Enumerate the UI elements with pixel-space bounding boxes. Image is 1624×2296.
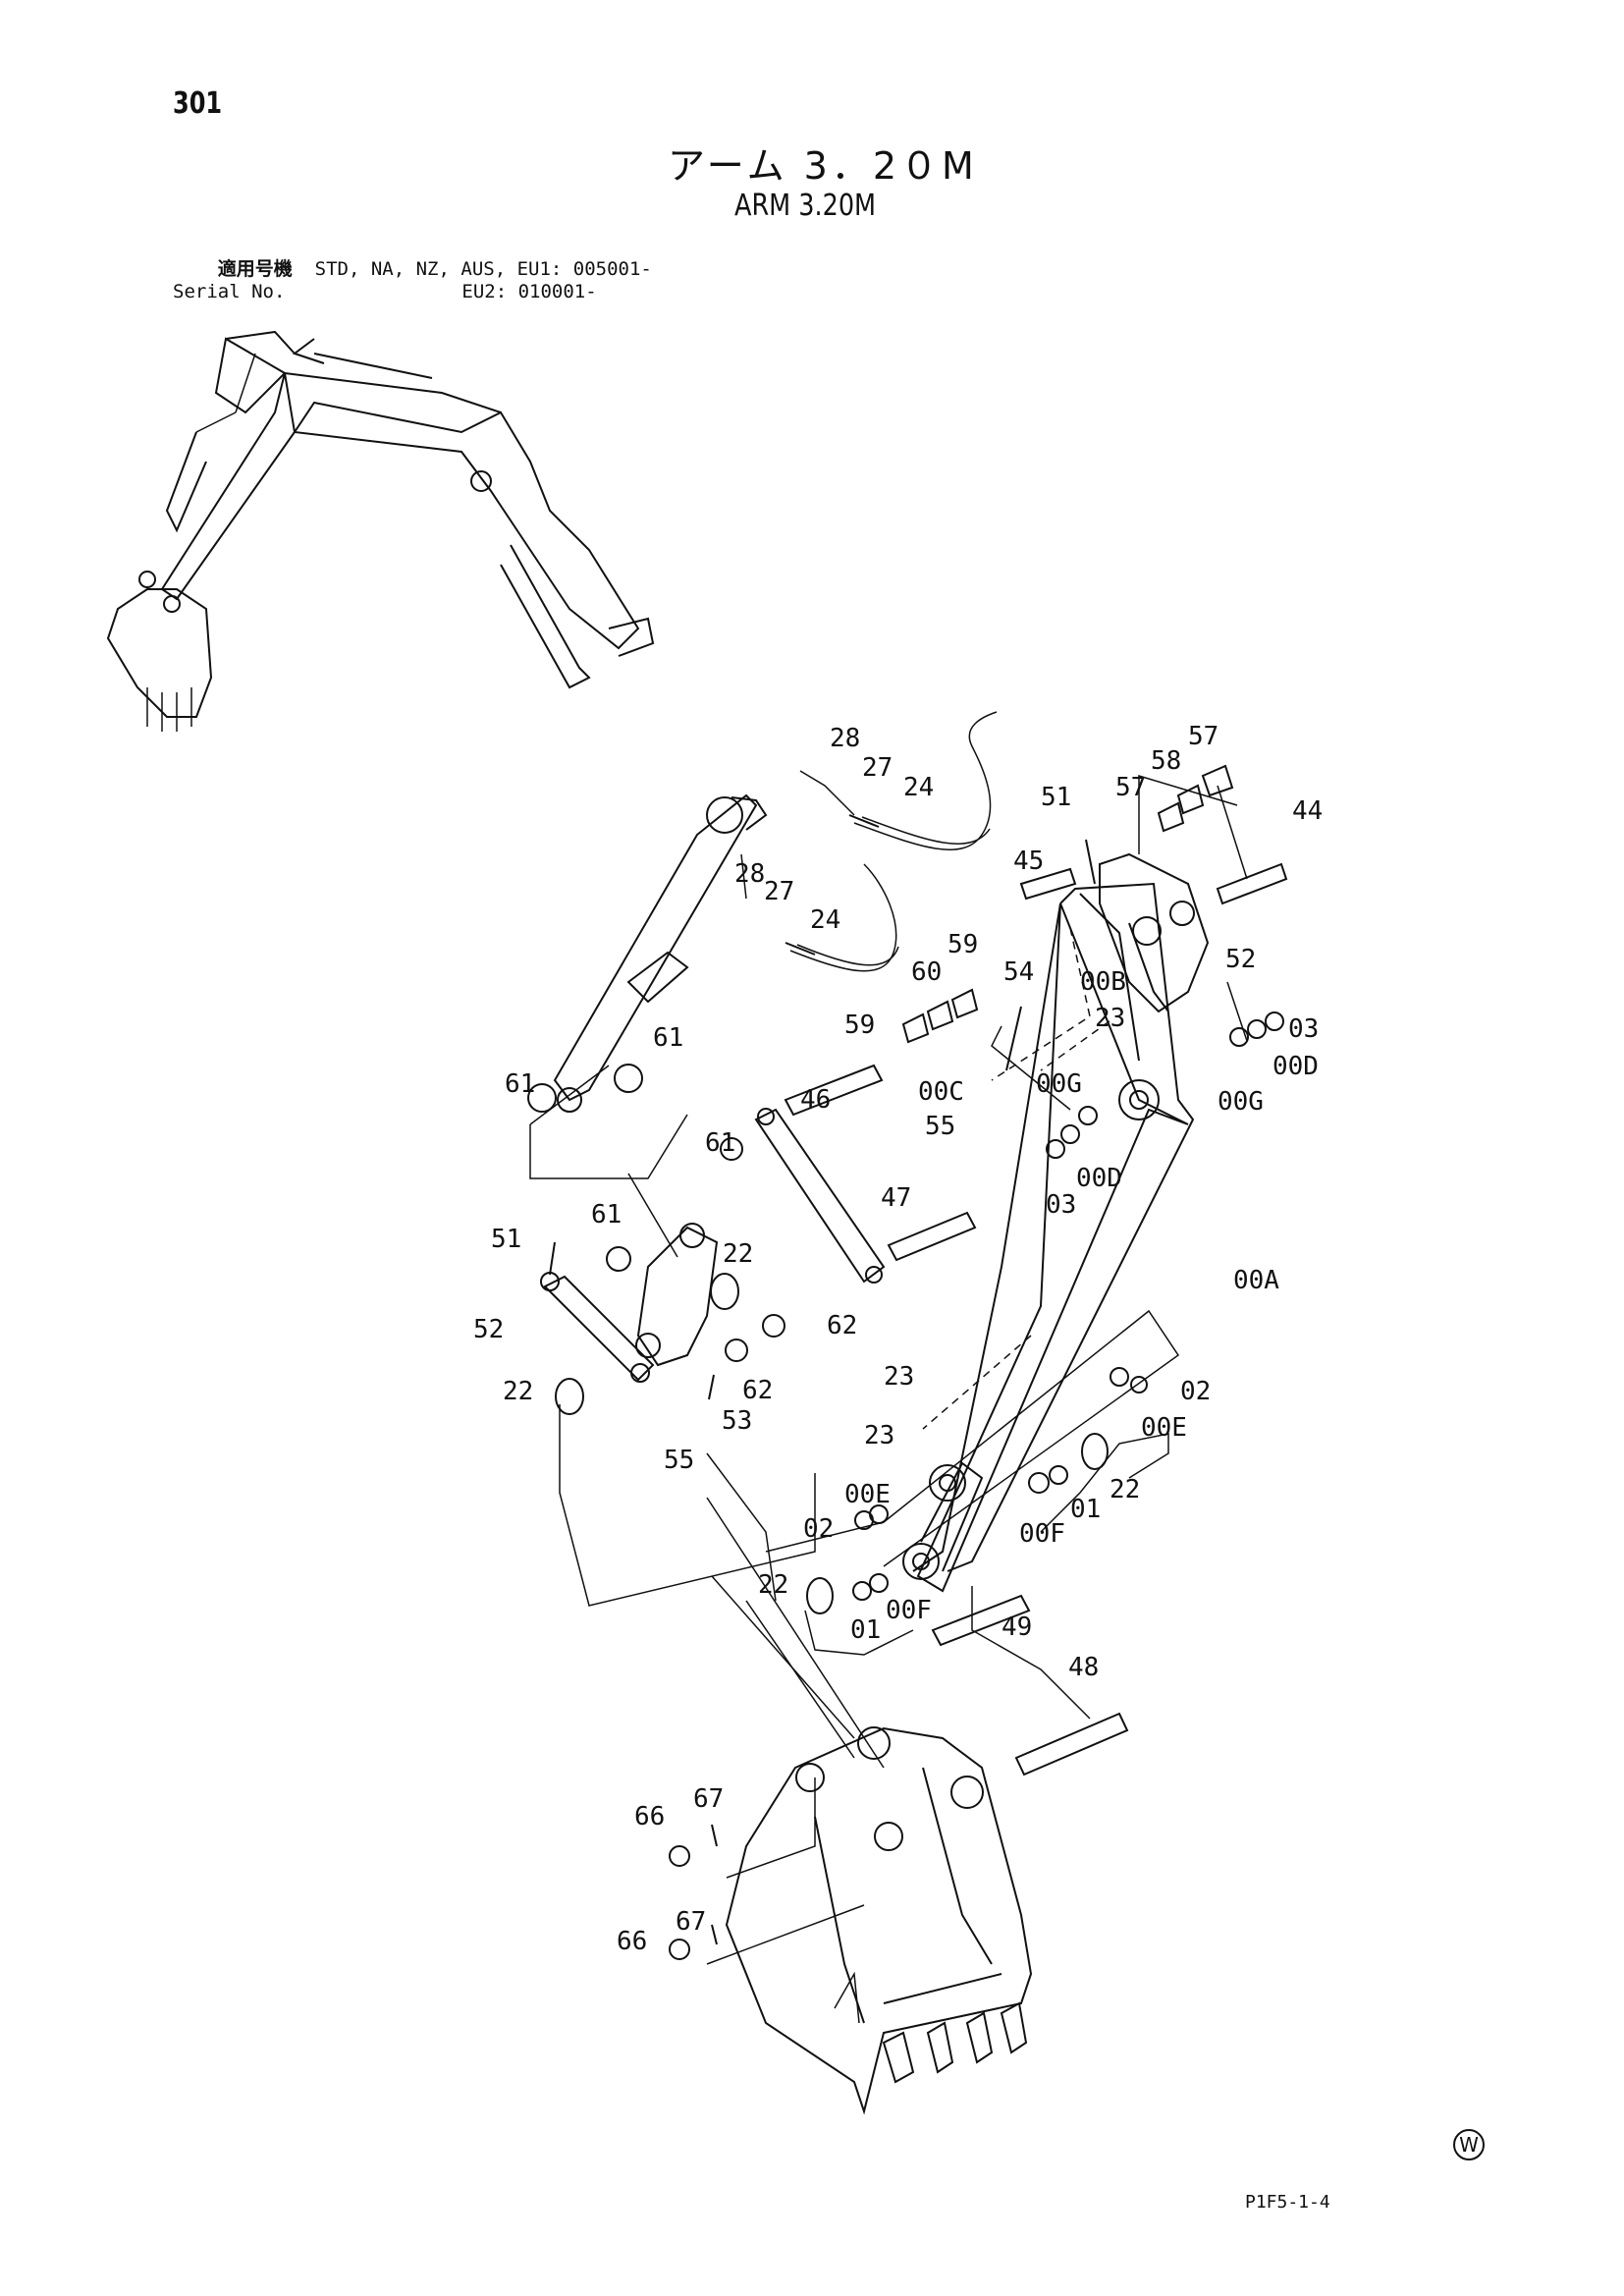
callout-49: 49 <box>1001 1613 1032 1642</box>
callout-67: 67 <box>693 1784 724 1814</box>
arm-assembly-drawing <box>527 711 1288 2115</box>
callout-52: 52 <box>1225 945 1256 974</box>
callout-55: 55 <box>664 1446 694 1475</box>
callout-00B: 00B <box>1080 967 1126 997</box>
callout-23: 23 <box>864 1421 894 1450</box>
callout-54: 54 <box>1003 957 1034 987</box>
callout-44: 44 <box>1292 796 1323 826</box>
callout-27: 27 <box>764 877 794 906</box>
callout-22: 22 <box>758 1570 788 1600</box>
callout-00E: 00E <box>844 1480 891 1509</box>
callout-23: 23 <box>884 1362 914 1392</box>
callout-59: 59 <box>947 930 978 959</box>
callout-51: 51 <box>1041 783 1071 812</box>
callout-62: 62 <box>742 1376 773 1405</box>
callout-01: 01 <box>1070 1495 1101 1524</box>
callout-58: 58 <box>1151 746 1181 776</box>
callout-23: 23 <box>1095 1004 1125 1033</box>
callout-02: 02 <box>1180 1377 1211 1406</box>
callout-57: 57 <box>1188 722 1218 751</box>
callout-00E: 00E <box>1141 1413 1187 1443</box>
callout-46: 46 <box>800 1085 831 1115</box>
callout-28: 28 <box>830 724 860 753</box>
callout-61: 61 <box>653 1023 683 1053</box>
serial-label-jp: 適用号機 <box>217 258 293 280</box>
callout-62: 62 <box>827 1311 857 1340</box>
drawing-code: P1F5-1-4 <box>1245 2192 1330 2213</box>
page-number: 301 <box>173 86 223 121</box>
callout-22: 22 <box>723 1239 753 1269</box>
serial-line-1: STD, NA, NZ, AUS, EU1: 005001- <box>314 258 652 280</box>
serial-label-en: Serial No. <box>173 281 286 302</box>
callout-53: 53 <box>722 1406 752 1436</box>
callout-67: 67 <box>676 1907 706 1937</box>
callout-22: 22 <box>1110 1475 1140 1504</box>
title-english: ARM 3.20M <box>734 189 877 223</box>
callout-00C: 00C <box>918 1077 964 1107</box>
serial-info: 適用号機 STD, NA, NZ, AUS, EU1: 005001- Seria… <box>173 236 652 326</box>
callout-48: 48 <box>1068 1653 1099 1682</box>
callout-02: 02 <box>803 1514 834 1544</box>
callout-labels: 28 27 24 28 27 24 51 45 57 58 57 44 52 0… <box>473 722 1323 1956</box>
callout-22: 22 <box>503 1377 533 1406</box>
callout-00D: 00D <box>1076 1164 1122 1193</box>
callout-61: 61 <box>591 1200 622 1230</box>
title-japanese: アーム 3．2０M <box>668 144 978 188</box>
callout-27: 27 <box>862 753 893 783</box>
callout-24: 24 <box>903 773 934 802</box>
callout-00F: 00F <box>1019 1519 1065 1549</box>
callout-47: 47 <box>881 1183 911 1213</box>
callout-60: 60 <box>911 957 942 987</box>
callout-00F: 00F <box>886 1596 932 1625</box>
callout-59: 59 <box>844 1011 875 1040</box>
callout-00G: 00G <box>1218 1087 1264 1117</box>
callout-66: 66 <box>617 1927 647 1956</box>
callout-00A: 00A <box>1233 1266 1279 1295</box>
w-circle-mark: W <box>1453 2129 1485 2160</box>
callout-52: 52 <box>473 1315 504 1344</box>
callout-00D: 00D <box>1272 1052 1319 1081</box>
callout-03: 03 <box>1288 1014 1319 1044</box>
callout-61: 61 <box>505 1069 535 1099</box>
callout-61: 61 <box>705 1128 735 1158</box>
callout-55: 55 <box>925 1112 955 1141</box>
callout-24: 24 <box>810 905 840 935</box>
callout-57: 57 <box>1115 773 1146 802</box>
callout-03: 03 <box>1046 1190 1076 1220</box>
serial-line-2: EU2: 010001- <box>461 281 597 302</box>
callout-28: 28 <box>734 859 765 889</box>
callout-00G: 00G <box>1036 1069 1082 1099</box>
callout-51: 51 <box>491 1225 521 1254</box>
excavator-overview-drawing <box>106 330 655 732</box>
callout-45: 45 <box>1013 847 1044 876</box>
callout-01: 01 <box>850 1615 881 1645</box>
callout-66: 66 <box>634 1802 665 1831</box>
